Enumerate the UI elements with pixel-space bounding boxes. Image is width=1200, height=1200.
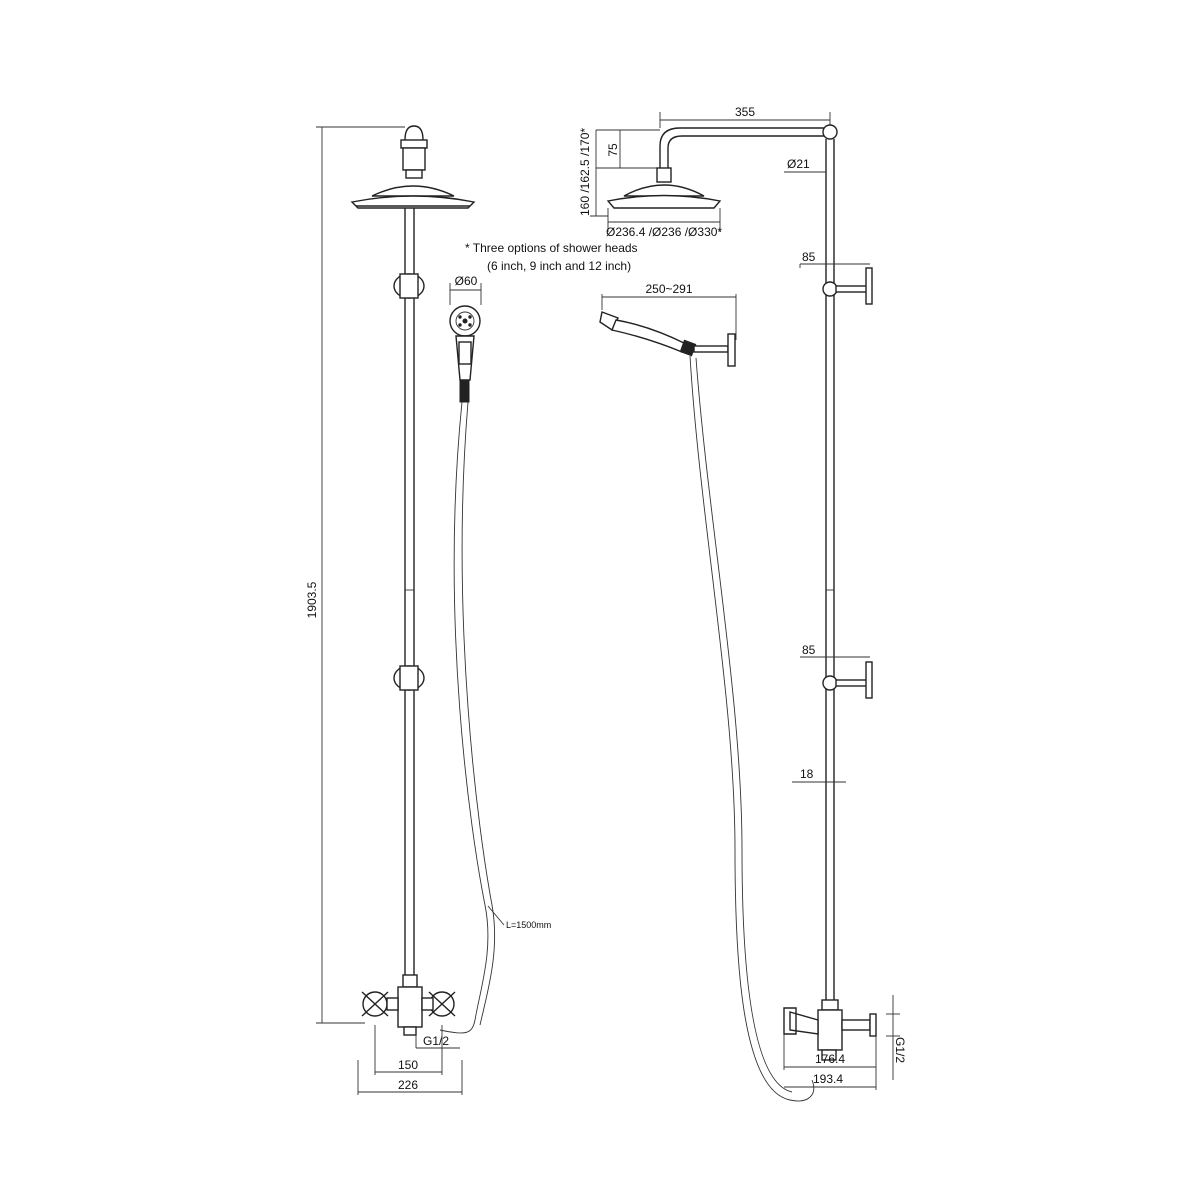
dim-total-height: 1903.5: [305, 581, 319, 618]
hand-shower-side: [599, 311, 736, 367]
mixer-valve-front: [361, 974, 456, 1036]
side-view: 355 75 160 /162.5 /170* Ø236.4 /Ø236 /Ø3…: [578, 105, 907, 1102]
dim-valve-outer-width: 226: [398, 1078, 418, 1092]
dim-rod-diameter: Ø21: [787, 157, 810, 171]
dim-connection-side: G1/2: [893, 1037, 907, 1063]
note-line-2: (6 inch, 9 inch and 12 inch): [487, 259, 631, 273]
dim-bracket-offset-lower: 85: [802, 643, 816, 657]
dim-head-diameters: Ø236.4 /Ø236 /Ø330*: [606, 225, 722, 239]
dim-valve-inner-width: 150: [398, 1058, 418, 1072]
dim-head-height-options: 160 /162.5 /170*: [578, 128, 592, 216]
dim-valve-depth-2: 193.4: [813, 1072, 843, 1086]
shower-hose-front: [439, 401, 496, 1034]
dim-bracket-offset-upper: 85: [802, 250, 816, 264]
wall-bracket-side-upper: [822, 267, 873, 305]
dim-connection-front: G1/2: [423, 1034, 449, 1048]
front-view: 1903.5 Ø60: [305, 125, 551, 1095]
note-line-1: * Three options of shower heads: [465, 241, 638, 255]
wall-bracket-upper: [393, 273, 425, 299]
mixer-valve-side: [783, 999, 877, 1061]
hand-shower-front: Ø60: [449, 274, 482, 403]
rain-shower-head: [350, 185, 476, 209]
rain-shower-head-side: [606, 167, 722, 209]
shower-head-note: * Three options of shower heads (6 inch,…: [465, 241, 638, 273]
dim-head-drop: 75: [606, 143, 620, 157]
dim-hand-shower-diameter: Ø60: [455, 274, 478, 288]
dim-hose-length: L=1500mm: [506, 920, 551, 930]
dim-arm-length: 355: [735, 105, 755, 119]
wall-bracket-side-lower: [822, 661, 873, 699]
shower-hose-side: [689, 355, 815, 1102]
dim-rod-joint: 18: [800, 767, 814, 781]
dim-holder-reach: 250~291: [645, 282, 692, 296]
wall-bracket-lower: [393, 665, 425, 691]
dim-valve-depth-1: 176.4: [815, 1052, 845, 1066]
shower-arm: [659, 127, 826, 168]
head-connector: [404, 125, 424, 170]
